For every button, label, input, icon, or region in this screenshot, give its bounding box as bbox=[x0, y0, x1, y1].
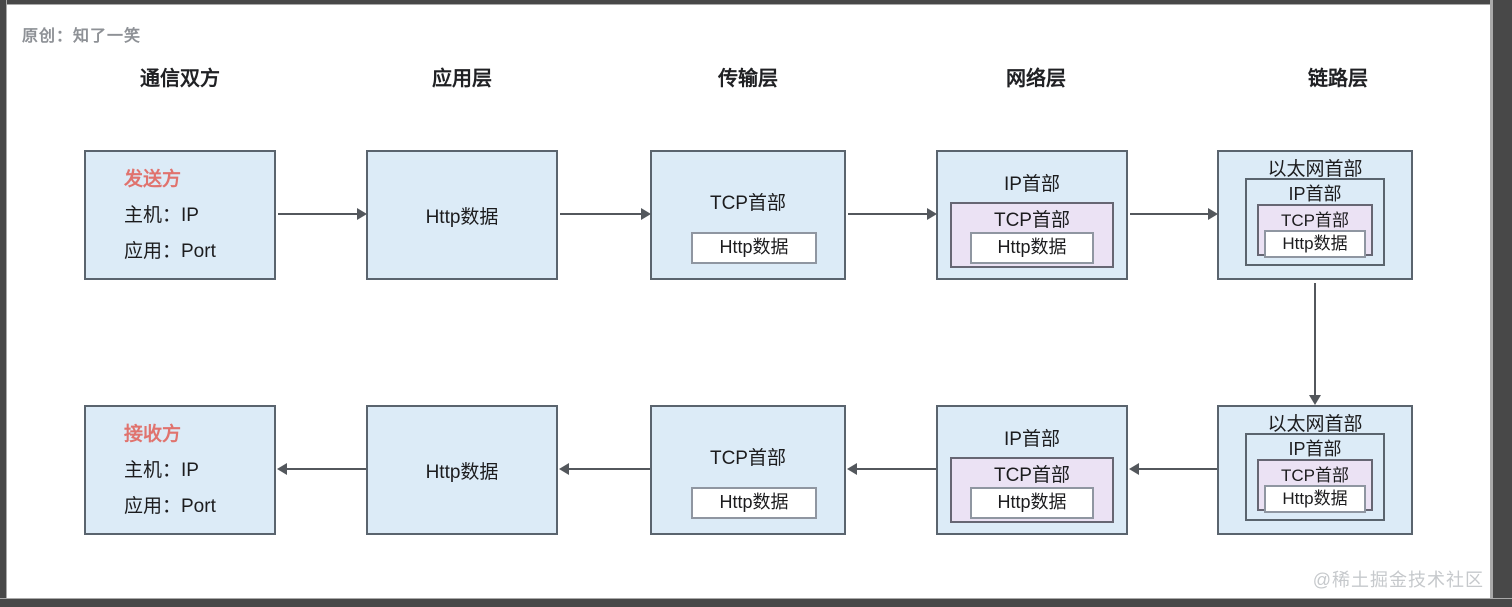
watermark-text: @稀土掘金技术社区 bbox=[1312, 570, 1484, 590]
frame-bottom-edge bbox=[0, 598, 1512, 607]
network-layer-box-send: IP首部 TCP首部 Http数据 bbox=[936, 150, 1128, 280]
sender-box: 发送方 主机：IP 应用：Port bbox=[84, 150, 276, 280]
receiver-host-line: 主机：IP bbox=[124, 460, 199, 481]
tcp-header-label: TCP首部 bbox=[993, 210, 1070, 231]
frame-left-edge bbox=[0, 0, 7, 607]
flow-arrow-left bbox=[1129, 463, 1217, 475]
ip-header-label: IP首部 bbox=[1004, 429, 1060, 450]
ethernet-header-label: 以太网首部 bbox=[1267, 159, 1363, 180]
http-data-label: Http数据 bbox=[425, 206, 499, 228]
flow-arrow-left bbox=[847, 463, 936, 475]
column-header-link: 链路层 bbox=[1308, 68, 1368, 90]
ip-header-label: IP首部 bbox=[1288, 184, 1342, 204]
column-header-parties: 通信双方 bbox=[140, 68, 220, 90]
author-credit: 原创：知了一笑 bbox=[22, 28, 142, 45]
tcp-header-inner-box: TCP首部 Http数据 bbox=[950, 457, 1114, 523]
tcp-header-label: TCP首部 bbox=[1281, 466, 1349, 485]
flow-arrow-left bbox=[559, 463, 650, 475]
flow-arrow-right bbox=[1130, 208, 1218, 220]
flow-arrow-right bbox=[278, 208, 367, 220]
ip-header-label: IP首部 bbox=[1288, 439, 1342, 459]
column-header-network: 网络层 bbox=[1006, 68, 1066, 90]
http-data-chip: Http数据 bbox=[691, 232, 817, 264]
sender-host-line: 主机：IP bbox=[124, 205, 199, 226]
network-layer-box-receive: IP首部 TCP首部 Http数据 bbox=[936, 405, 1128, 535]
link-layer-box-send: 以太网首部 IP首部 TCP首部 Http数据 bbox=[1217, 150, 1413, 280]
link-layer-box-receive: 以太网首部 IP首部 TCP首部 Http数据 bbox=[1217, 405, 1413, 535]
column-header-application: 应用层 bbox=[432, 68, 492, 90]
http-data-chip: Http数据 bbox=[970, 232, 1094, 264]
tcp-header-label: TCP首部 bbox=[1281, 211, 1349, 230]
http-data-chip: Http数据 bbox=[1264, 485, 1366, 513]
tcp-header-label: TCP首部 bbox=[709, 193, 786, 214]
frame-right-edge bbox=[1490, 0, 1512, 607]
http-data-chip: Http数据 bbox=[1264, 230, 1366, 258]
sender-title: 发送方 bbox=[124, 169, 182, 190]
ip-header-inner-box: IP首部 TCP首部 Http数据 bbox=[1245, 433, 1385, 521]
ip-header-inner-box: IP首部 TCP首部 Http数据 bbox=[1245, 178, 1385, 266]
app-layer-box-send: Http数据 bbox=[366, 150, 558, 280]
tcp-header-inner-box: TCP首部 Http数据 bbox=[1257, 459, 1373, 513]
transport-layer-box-receive: TCP首部 Http数据 bbox=[650, 405, 846, 535]
receiver-title: 接收方 bbox=[124, 424, 182, 445]
receiver-app-line: 应用：Port bbox=[124, 496, 216, 517]
app-layer-box-receive: Http数据 bbox=[366, 405, 558, 535]
ip-header-label: IP首部 bbox=[1004, 174, 1060, 195]
flow-arrow-down bbox=[1309, 283, 1321, 405]
tcp-header-label: TCP首部 bbox=[993, 465, 1070, 486]
ethernet-header-label: 以太网首部 bbox=[1267, 414, 1363, 435]
sender-app-line: 应用：Port bbox=[124, 241, 216, 262]
flow-arrow-right bbox=[560, 208, 651, 220]
column-header-transport: 传输层 bbox=[718, 68, 778, 90]
http-data-chip: Http数据 bbox=[970, 487, 1094, 519]
receiver-box: 接收方 主机：IP 应用：Port bbox=[84, 405, 276, 535]
tcp-header-label: TCP首部 bbox=[709, 448, 786, 469]
tcp-header-inner-box: TCP首部 Http数据 bbox=[1257, 204, 1373, 258]
http-data-chip: Http数据 bbox=[691, 487, 817, 519]
http-data-label: Http数据 bbox=[425, 461, 499, 483]
flow-arrow-left bbox=[277, 463, 366, 475]
flow-arrow-right bbox=[848, 208, 937, 220]
transport-layer-box-send: TCP首部 Http数据 bbox=[650, 150, 846, 280]
tcp-header-inner-box: TCP首部 Http数据 bbox=[950, 202, 1114, 268]
frame-top-edge bbox=[0, 0, 1512, 5]
